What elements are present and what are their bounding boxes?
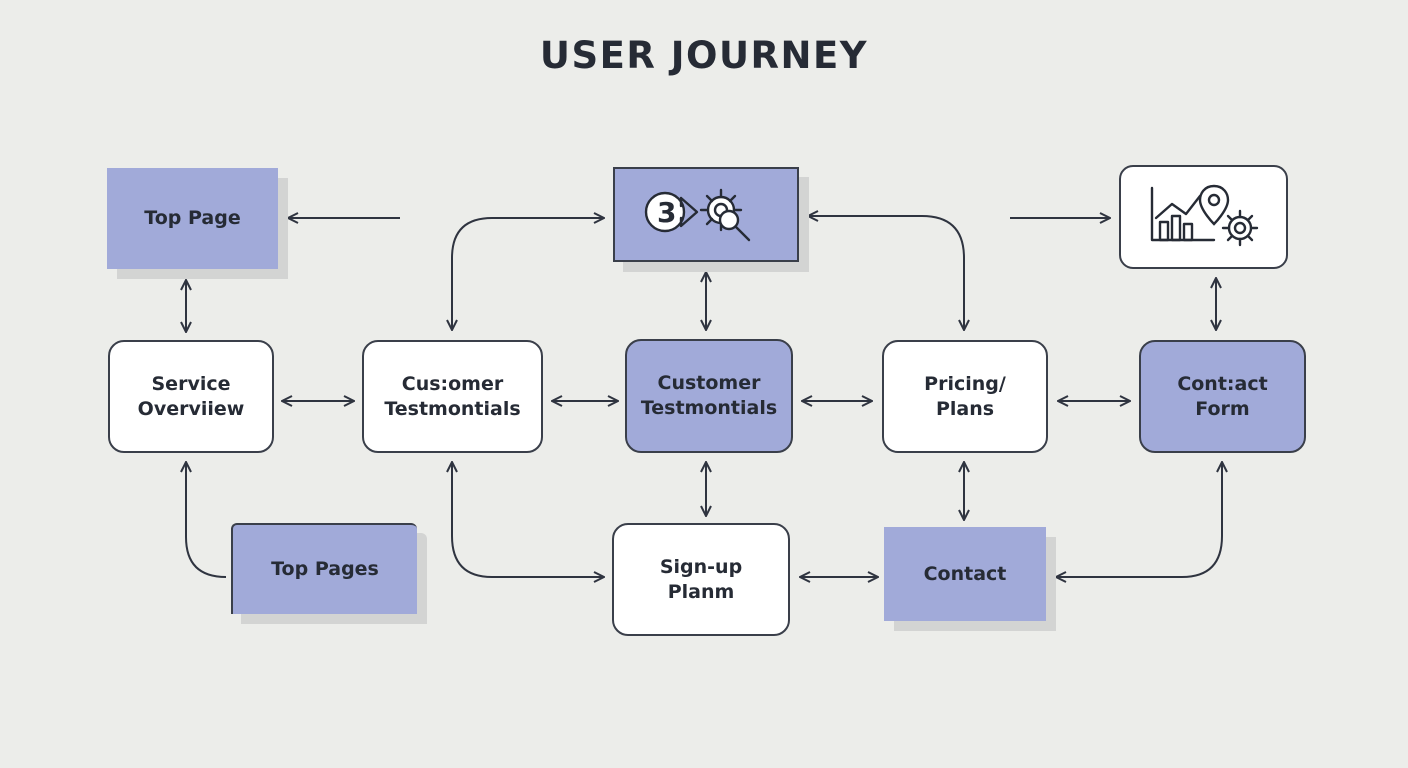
node-top-page-label: Top Page [144,207,241,230]
node-contact-form[interactable]: Cont:act Form [1139,340,1306,453]
node-top-pages-label: Top Pages [271,558,379,581]
node-pricing-plans-label: Pricing/ Plans [924,372,1006,420]
diagram-title: USER JOURNEY [539,34,869,77]
process-icons: 3 [644,188,751,241]
node-customer-testimonials-1[interactable]: Cus:omer Testmontials [362,340,543,453]
node-contact-label: Contact [923,562,1007,585]
svg-text:3: 3 [657,196,676,229]
magnifier-icon [718,209,751,241]
node-top-pages[interactable]: Top Pages [231,523,417,614]
node-service-overview-label: Service Overviiew [137,372,245,420]
arrow-testimonials-to-process-card [452,218,604,330]
arrow-process-card-to-pricing [808,216,964,330]
node-pricing-plans[interactable]: Pricing/ Plans [882,340,1048,453]
node-process-icon-card[interactable]: 3 [613,167,799,262]
arrow-testimonials-to-signup [452,462,604,577]
arrow-top-pages-to-service-overview [186,462,227,578]
node-customer-testimonials-1-label: Cus:omer Testmontials [384,372,521,420]
node-customer-testimonials-2-label: Customer Testmontials [640,372,778,419]
node-top-page[interactable]: Top Page [107,168,278,269]
node-signup-plan[interactable]: Sign-up Planm [612,523,790,636]
cycle-number-icon: 3 [644,191,699,232]
node-signup-plan-label: Sign-up Planm [659,555,743,603]
node-contact-form-label: Cont:act Form [1177,372,1268,420]
analytics-icons [1150,184,1258,247]
node-analytics-icon-card[interactable] [1119,165,1288,269]
node-contact[interactable]: Contact [884,527,1046,621]
arrow-contact-form-to-contact [1056,462,1222,577]
bar-chart-icon [1150,186,1215,242]
node-service-overview[interactable]: Service Overviiew [108,340,274,453]
map-pin-icon [1198,184,1229,226]
gear-icon [1221,209,1258,247]
node-customer-testimonials-2[interactable]: Customer Testmontials [625,339,793,453]
